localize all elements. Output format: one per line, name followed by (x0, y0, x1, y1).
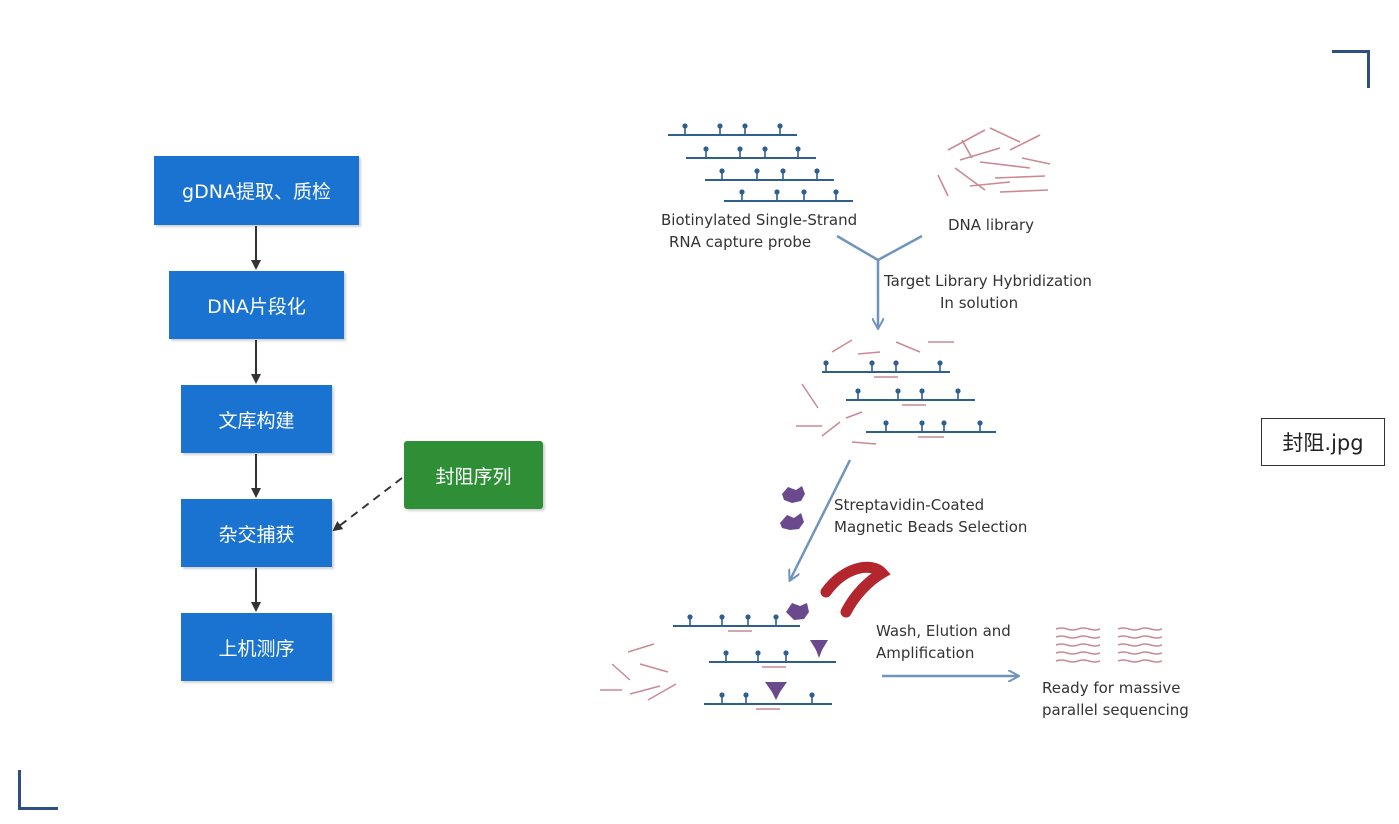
step-gdna-extraction: gDNA提取、质检 (154, 156, 359, 225)
amplified-library (1055, 627, 1163, 663)
dna-library-fragments (937, 127, 1051, 197)
probe-label-line1: Biotinylated Single-Strand (661, 211, 858, 229)
hybridized-complex (796, 339, 996, 445)
captured-complex (600, 603, 836, 710)
magnet-icon (820, 561, 891, 618)
beads-label-line2: Magnetic Beads Selection (834, 518, 1028, 536)
step-library-construction: 文库构建 (181, 385, 332, 453)
frame-corner-top-right (1332, 50, 1370, 88)
probe-label-line2: RNA capture probe (669, 233, 812, 251)
wash-label-line2: Amplification (876, 644, 975, 662)
ready-label-line1: Ready for massive (1042, 679, 1181, 697)
library-label: DNA library (948, 216, 1035, 234)
step-sequencing: 上机测序 (181, 613, 332, 681)
flow-arrows (251, 226, 403, 612)
step-hybrid-capture: 杂交捕获 (181, 499, 332, 567)
hybridization-label-line2: In solution (940, 294, 1019, 312)
ready-label-line2: parallel sequencing (1042, 701, 1189, 719)
beads-label-line1: Streptavidin-Coated (834, 496, 985, 514)
selection-arrow (790, 459, 852, 580)
capture-probe-stack (668, 122, 853, 202)
hybridization-label-line1: Target Library Hybridization (884, 272, 1092, 290)
streptavidin-beads (780, 486, 805, 530)
frame-corner-bottom-left (18, 770, 58, 810)
filename-badge: 封阻.jpg (1261, 418, 1385, 466)
wash-label-line1: Wash, Elution and (876, 622, 1011, 640)
hybridization-arrow (836, 234, 923, 328)
step-blocking-sequence: 封阻序列 (404, 441, 543, 509)
step-dna-fragmentation: DNA片段化 (169, 271, 344, 339)
